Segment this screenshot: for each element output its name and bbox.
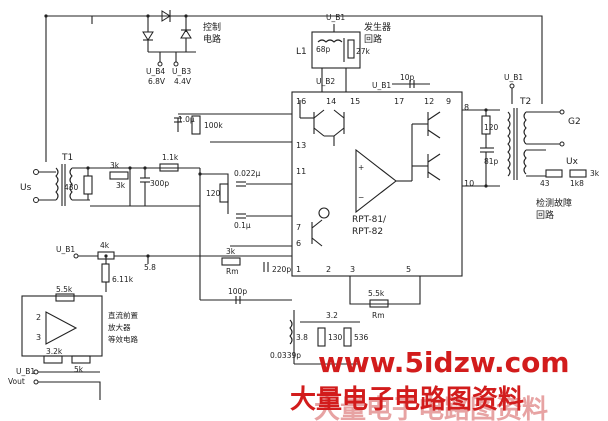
- v68-label: 6.8V: [148, 77, 166, 86]
- pin-15: 15: [350, 97, 360, 106]
- svg-text:−: −: [358, 193, 364, 202]
- c38-label: 3.8: [296, 333, 308, 342]
- c68p-label: 68p: [316, 45, 331, 54]
- v58-label: 5.8: [144, 263, 156, 272]
- rm-label: Rm: [226, 267, 239, 276]
- u-b4-label: U_B4: [146, 67, 165, 76]
- pin-13: 13: [296, 141, 306, 150]
- watermark-title-shadow: 大量电子电路图资料: [314, 394, 548, 421]
- control-label-1: 控制: [203, 21, 221, 33]
- t1-label: T1: [61, 153, 73, 163]
- v-out-label: Vout: [8, 377, 25, 386]
- r3-2-label: 3.2: [326, 311, 338, 320]
- r130-label: 130: [328, 333, 343, 342]
- generator-label-1: 发生器: [364, 21, 391, 33]
- input-section: Us T1 430 3k 300p 3k 1.1k: [20, 153, 200, 207]
- g2-label: G2: [568, 117, 581, 127]
- c10p-label: 10p: [400, 73, 415, 82]
- c81p-label: 81p: [484, 157, 499, 166]
- pin-5: 5: [406, 265, 411, 274]
- v44-label: 4.4V: [174, 77, 192, 86]
- watermark: www.5idzw.com 大量电子电路图资料 大量电子电路图资料: [290, 346, 570, 421]
- feedback-section: 120 0.022μ 0.1μ 1.0μ 100k: [174, 113, 292, 300]
- amp-r5k5-label: 5.5k: [56, 285, 73, 294]
- r3k-t1-label: 3k: [116, 181, 126, 190]
- pin-2: 2: [326, 265, 331, 274]
- u-b1-top-label: U_B1: [326, 13, 345, 22]
- r3k-right-label: 3k: [590, 169, 600, 178]
- c1u-label: 1.0μ: [178, 115, 195, 124]
- pin-16: 16: [296, 97, 306, 106]
- pin-11: 11: [296, 167, 306, 176]
- r43-label: 43: [540, 179, 550, 188]
- r430-label: 430: [64, 183, 79, 192]
- pin-10: 10: [464, 179, 474, 188]
- amp-label-2: 放大器: [108, 322, 131, 332]
- r120-right-label: 120: [484, 123, 499, 132]
- amp-label-1: 直流前置: [108, 310, 138, 320]
- c100p-label: 100p: [228, 287, 247, 296]
- u-b1-left-label: U_B1: [56, 245, 75, 254]
- control-label-2: 电路: [203, 33, 221, 45]
- detect-label-1: 检测故障: [536, 197, 572, 209]
- r6k11-label: 6.11k: [112, 275, 134, 284]
- pin-3: 3: [350, 265, 355, 274]
- rm2-label: Rm: [372, 311, 385, 320]
- u-b2-label: U_B2: [316, 77, 335, 86]
- bias-section: U_B1 4k 6.11k 5.8 3k Rm 220p: [56, 241, 292, 292]
- r4k-label: 4k: [100, 241, 110, 250]
- r1k1-label: 1.1k: [162, 153, 179, 162]
- r1k8-label: 1k8: [570, 179, 584, 188]
- control-diodes: 控制 电路 U_B4 U_B3 6.8V 4.4V: [142, 10, 221, 86]
- ux-label: Ux: [566, 157, 579, 167]
- c00339-label: 0.0339p: [270, 351, 301, 360]
- pin-1: 1: [296, 265, 301, 274]
- generator-label-2: 回路: [364, 33, 382, 45]
- control-loop: [45, 15, 543, 162]
- pin-8: 8: [464, 103, 469, 112]
- r3k-top-label: 3k: [110, 161, 120, 170]
- generator-loop: U_B1 L1 68p 27k 发生器 回路: [296, 13, 391, 92]
- amp-r5k-label: 5k: [74, 365, 84, 374]
- r120-mid-label: 120: [206, 189, 221, 198]
- c01-label: 0.1μ: [234, 221, 251, 230]
- u-b3-label: U_B3: [172, 67, 191, 76]
- u-b1-amp-label: U_B1: [16, 367, 35, 376]
- svg-text:+: +: [358, 163, 364, 172]
- amp-label-3: 等效电路: [108, 334, 138, 344]
- watermark-url: www.5idzw.com: [318, 346, 570, 379]
- pin-12: 12: [424, 97, 434, 106]
- r5k5-label: 5.5k: [368, 289, 385, 298]
- watermark-title: 大量电子电路图资料: [290, 384, 524, 415]
- r100k-label: 100k: [204, 121, 223, 130]
- l1-label: L1: [296, 47, 307, 57]
- detect-label-2: 回路: [536, 209, 554, 221]
- u-b1-right-label: U_B1: [504, 73, 523, 82]
- c300p-label: 300p: [150, 179, 169, 188]
- r3k-bottom-label: 3k: [226, 247, 236, 256]
- svg-text:2: 2: [36, 313, 41, 322]
- pin-17: 17: [394, 97, 404, 106]
- output-section: U_B1 T2 120 81p G2 Ux 43 1k8 3k 检测故障 回路: [462, 73, 600, 221]
- pin-9: 9: [446, 97, 451, 106]
- bottom-feedback: 100p 5.5k Rm 3.8 0.0339p 130 536 3.2: [200, 276, 421, 365]
- chip-label-2: RPT-82: [352, 227, 383, 237]
- c220p-label: 220p: [272, 265, 291, 274]
- pin-7: 7: [296, 223, 301, 232]
- c0022-label: 0.022μ: [234, 169, 260, 178]
- us-label: Us: [20, 183, 32, 193]
- t2-label: T2: [519, 97, 531, 107]
- chip-label-1: RPT-81/: [352, 215, 387, 225]
- svg-text:3: 3: [36, 333, 41, 342]
- u-b1-mid-label: U_B1: [372, 81, 391, 90]
- r536-label: 536: [354, 333, 369, 342]
- dc-preamp: 5.5k 2 3 直流前置 放大器 等效电路 3.2k 5k U_B1 Vout: [8, 285, 138, 400]
- r27k-label: 27k: [356, 47, 371, 56]
- pin-14: 14: [326, 97, 336, 106]
- amp-r32k-label: 3.2k: [46, 347, 63, 356]
- pin-6: 6: [296, 239, 301, 248]
- ic-block: U_B2 U_B1 10p 16 14 15 17 12 9 13 11 8 1…: [291, 73, 474, 277]
